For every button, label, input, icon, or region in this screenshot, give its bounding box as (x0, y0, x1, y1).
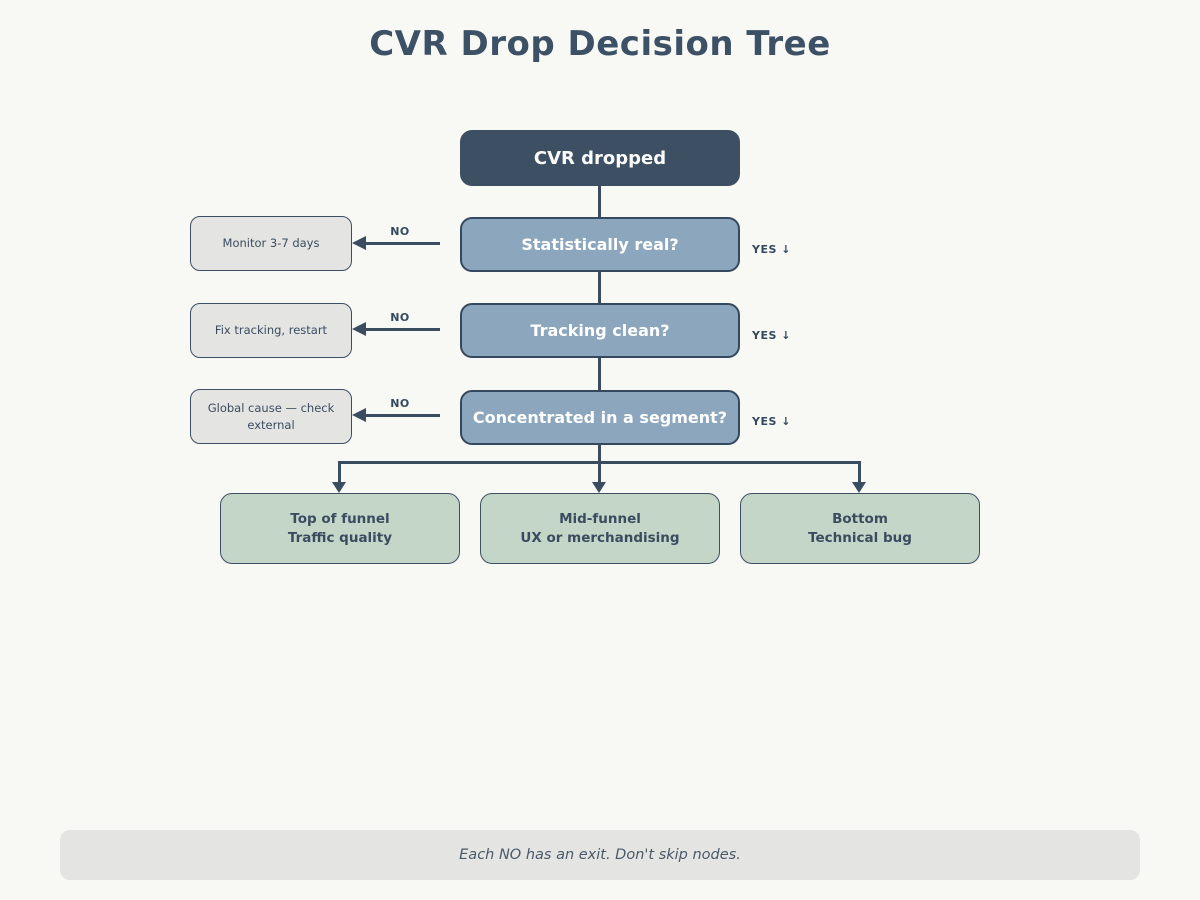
connector-q2-to-q3 (598, 357, 601, 391)
leaf-node-line2: UX or merchandising (520, 529, 680, 546)
arrowhead-left-icon (352, 322, 366, 336)
arrowhead-down-icon (332, 482, 346, 493)
exit-node-monitor: Monitor 3-7 days (190, 216, 352, 271)
arrowhead-left-icon (352, 236, 366, 250)
connector-q3-to-branch (598, 444, 601, 463)
footer-note-text: Each NO has an exit. Don't skip nodes. (459, 847, 741, 863)
exit-node-label: Monitor 3-7 days (222, 236, 320, 251)
decision-node-label: Statistically real? (521, 235, 679, 254)
exit-node-fix-tracking: Fix tracking, restart (190, 303, 352, 358)
footer-note: Each NO has an exit. Don't skip nodes. (60, 830, 1140, 880)
branch-drop-line-2 (598, 461, 601, 490)
no-branch-line-2 (360, 328, 440, 331)
connector-q1-to-q2 (598, 271, 601, 304)
leaf-node-bottom: Bottom Technical bug (740, 493, 980, 564)
decision-node-label: Tracking clean? (530, 321, 670, 340)
decision-node-concentrated-segment: Concentrated in a segment? (460, 390, 740, 445)
leaf-node-line2: Traffic quality (287, 529, 393, 546)
yes-branch-label-1: YES ↓ (752, 243, 791, 256)
yes-branch-label-3: YES ↓ (752, 415, 791, 428)
leaf-node-top-of-funnel: Top of funnel Traffic quality (220, 493, 460, 564)
branch-drop-line-1 (338, 461, 341, 490)
root-node-cvr-dropped: CVR dropped (460, 130, 740, 186)
no-branch-label-1: NO (390, 225, 410, 238)
page-title: CVR Drop Decision Tree (369, 24, 831, 64)
leaf-node-line1: Top of funnel (290, 511, 390, 528)
leaf-node-line2: Technical bug (808, 529, 912, 546)
no-branch-line-3 (360, 414, 440, 417)
leaf-node-mid-funnel: Mid-funnel UX or merchandising (480, 493, 720, 564)
exit-node-label: Fix tracking, restart (214, 323, 328, 338)
exit-node-global-cause: Global cause — check external (190, 389, 352, 444)
leaf-node-line1: Bottom (832, 511, 888, 528)
no-branch-label-3: NO (390, 397, 410, 410)
decision-node-tracking-clean: Tracking clean? (460, 303, 740, 358)
no-branch-line-1 (360, 242, 440, 245)
leaf-node-line1: Mid-funnel (559, 511, 641, 528)
arrowhead-down-icon (592, 482, 606, 493)
decision-node-statistically-real: Statistically real? (460, 217, 740, 272)
no-branch-label-2: NO (390, 311, 410, 324)
arrowhead-left-icon (352, 408, 366, 422)
exit-node-label: Global cause — check external (207, 401, 335, 432)
connector-root-to-q1 (598, 185, 601, 218)
yes-branch-label-2: YES ↓ (752, 329, 791, 342)
root-node-label: CVR dropped (533, 147, 667, 169)
decision-node-label: Concentrated in a segment? (472, 408, 728, 427)
branch-drop-line-3 (858, 461, 861, 490)
arrowhead-down-icon (852, 482, 866, 493)
